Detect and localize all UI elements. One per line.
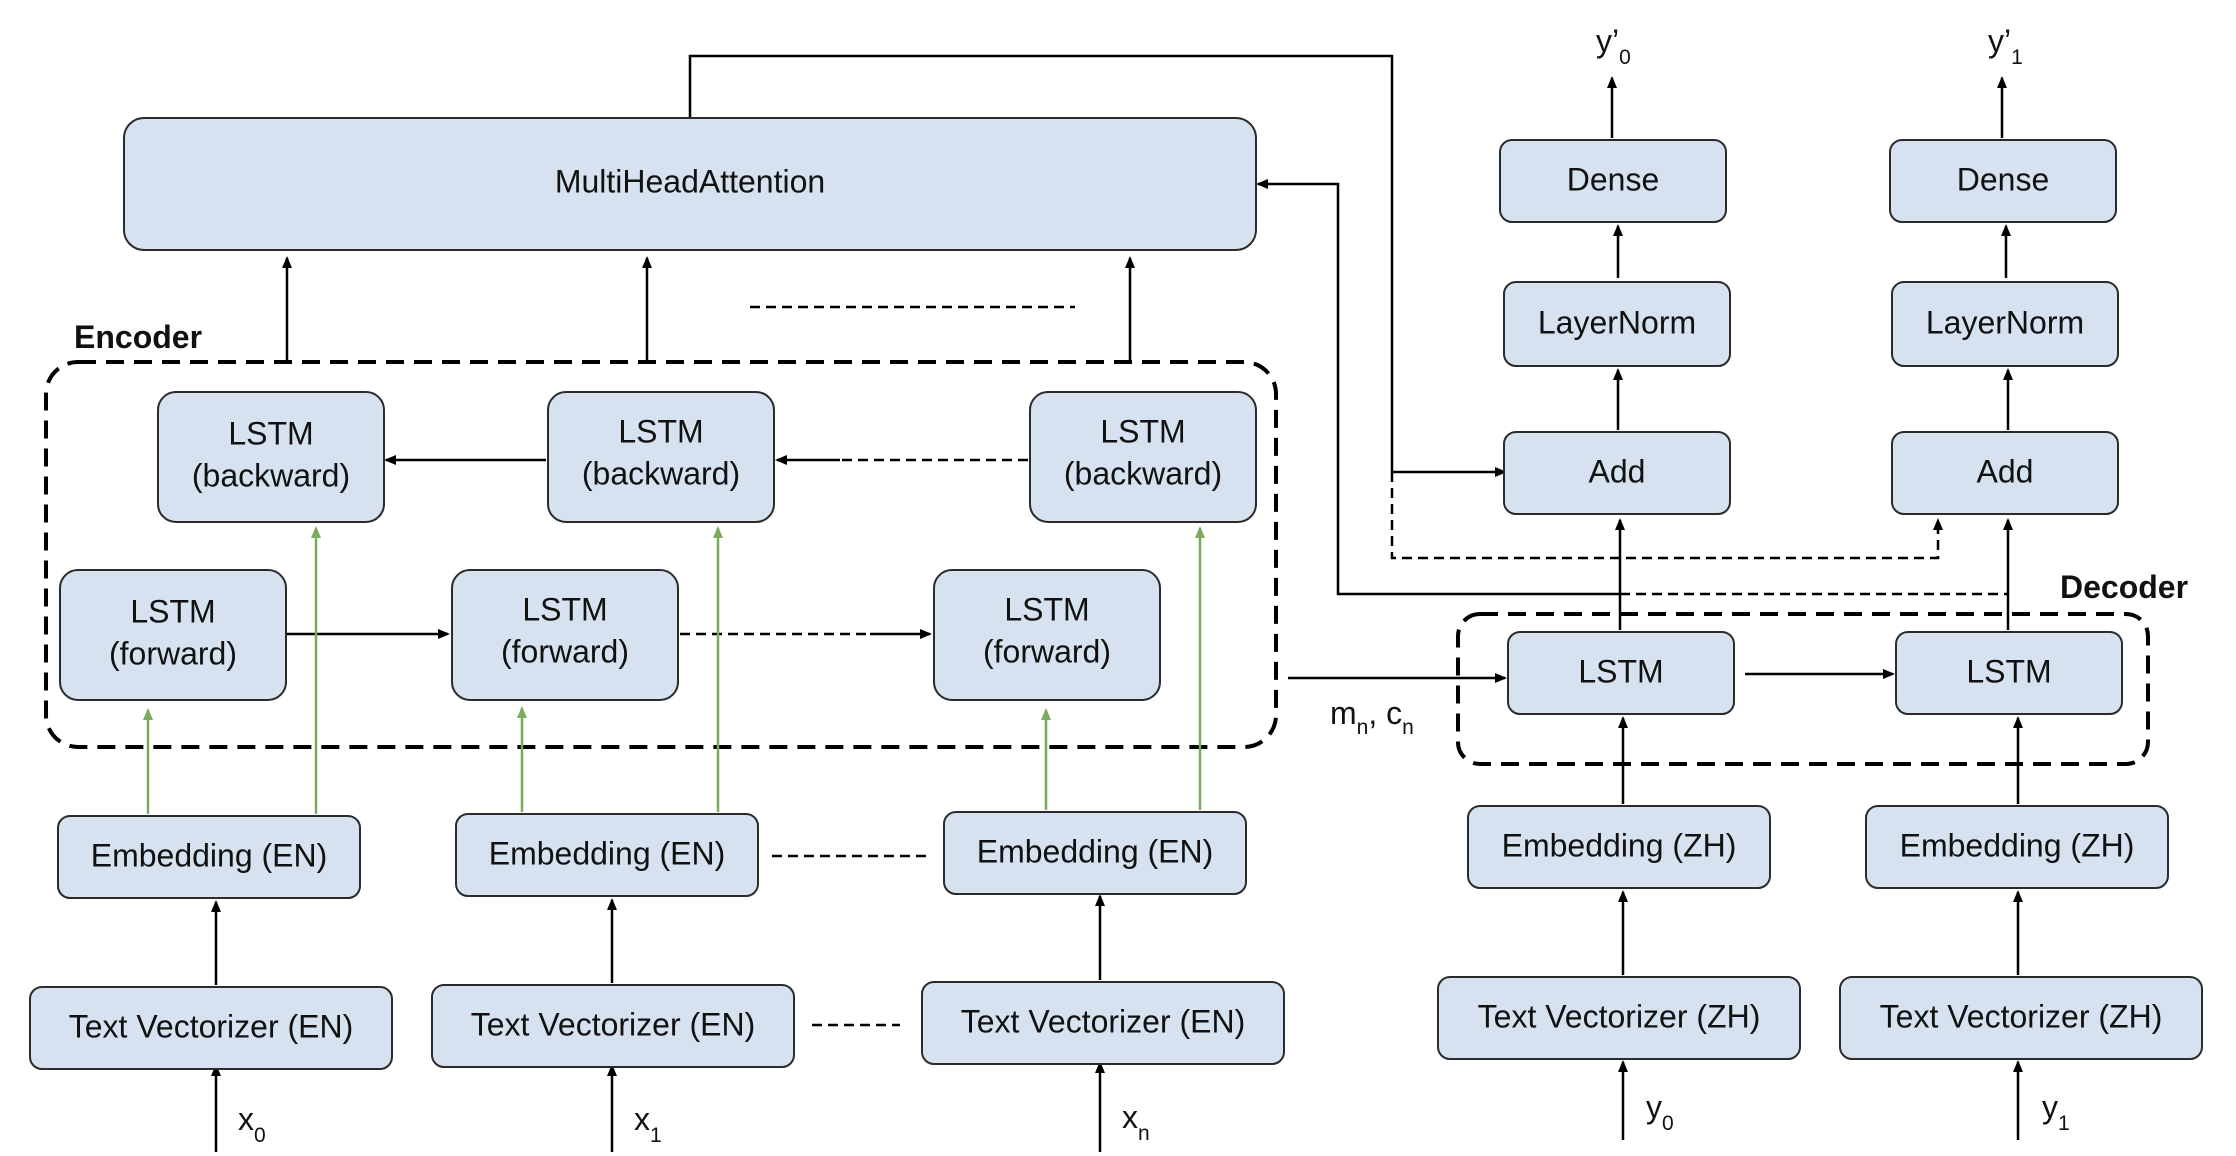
embedding-arrows <box>143 526 1205 814</box>
lstm-backward-sub-n: (backward) <box>1064 455 1222 491</box>
vectorizer-en-box-1 <box>431 984 795 1068</box>
input-x1: x1 <box>634 1101 662 1147</box>
embedding-en-box-0 <box>57 815 361 899</box>
embedding-en-box-n <box>943 811 1247 895</box>
output-y0: y’0 <box>1596 23 1631 69</box>
encoder-title: Encoder <box>74 319 202 355</box>
embedding-zh-label-1: Embedding (ZH) <box>1900 827 2135 863</box>
lstm-forward-sub-n: (forward) <box>983 633 1111 669</box>
embedding-en-label-1: Embedding (EN) <box>489 835 726 871</box>
embedding-zh-box-1 <box>1865 805 2169 889</box>
vectorizer-en-label-1: Text Vectorizer (EN) <box>471 1006 756 1042</box>
add-label-0: Add <box>1589 453 1646 489</box>
layernorm-box-0 <box>1503 281 1731 367</box>
connections <box>211 54 2023 1152</box>
lstm-backward-box-0 <box>157 391 385 523</box>
input-y1: y1 <box>2042 1089 2070 1135</box>
decoder-title: Decoder <box>2060 569 2188 605</box>
lstm-backward-label-1: LSTM <box>618 413 703 449</box>
decoder-lstm-label-1: LSTM <box>1966 653 2051 689</box>
vectorizer-en-label-n: Text Vectorizer (EN) <box>961 1003 1246 1039</box>
add-box-0 <box>1503 431 1731 515</box>
attention-box <box>123 117 1257 251</box>
box-labels: MultiHeadAttention LSTM (backward) LSTM … <box>69 161 2163 1044</box>
input-xn: xn <box>1122 1099 1150 1145</box>
vectorizer-en-box-0 <box>29 986 393 1070</box>
output-y1: y’1 <box>1988 23 2023 69</box>
input-y0: y0 <box>1646 1089 1674 1135</box>
vectorizer-zh-box-0 <box>1437 976 1801 1060</box>
lstm-forward-box-1 <box>451 569 679 701</box>
lstm-forward-sub-1: (forward) <box>501 633 629 669</box>
layernorm-label-0: LayerNorm <box>1538 304 1696 340</box>
lstm-backward-label-0: LSTM <box>228 415 313 451</box>
lstm-backward-label-n: LSTM <box>1100 413 1185 449</box>
lstm-forward-box-n <box>933 569 1161 701</box>
dense-box-1 <box>1889 139 2117 223</box>
decoder-lstm-box-1 <box>1895 631 2123 715</box>
dashed-attn-to-add1 <box>1390 472 1943 560</box>
lstm-forward-label-1: LSTM <box>522 591 607 627</box>
dense-label-1: Dense <box>1957 161 2050 197</box>
vectorizer-en-box-n <box>921 981 1285 1065</box>
add-label-1: Add <box>1977 453 2034 489</box>
vectorizer-en-label-0: Text Vectorizer (EN) <box>69 1008 354 1044</box>
attn-output-line <box>688 54 1394 472</box>
lstm-forward-box-0 <box>59 569 287 701</box>
layernorm-box-1 <box>1891 281 2119 367</box>
embedding-zh-label-0: Embedding (ZH) <box>1502 827 1737 863</box>
add-box-1 <box>1891 431 2119 515</box>
lstm-backward-sub-1: (backward) <box>582 455 740 491</box>
variable-labels: x0 x1 xn y0 y1 y’0 y’1 mn, cn <box>238 23 2070 1147</box>
lstm-backward-box-1 <box>547 391 775 523</box>
encoder-state-label: mn, cn <box>1330 695 1414 739</box>
decoder-region <box>1456 612 2150 766</box>
encoder-region <box>44 360 1278 749</box>
dense-label-0: Dense <box>1567 161 1660 197</box>
lstm-forward-label-0: LSTM <box>130 593 215 629</box>
dense-box-0 <box>1499 139 1727 223</box>
lstm-backward-box-n <box>1029 391 1257 523</box>
vectorizer-zh-box-1 <box>1839 976 2203 1060</box>
embedding-en-box-1 <box>455 813 759 897</box>
vectorizer-zh-label-0: Text Vectorizer (ZH) <box>1478 998 1761 1034</box>
input-x0: x0 <box>238 1101 266 1147</box>
embedding-en-label-0: Embedding (EN) <box>91 837 328 873</box>
attention-label: MultiHeadAttention <box>555 163 825 199</box>
layernorm-label-1: LayerNorm <box>1926 304 2084 340</box>
boxes <box>29 117 2203 1070</box>
vectorizer-zh-label-1: Text Vectorizer (ZH) <box>1880 998 2163 1034</box>
embedding-en-label-n: Embedding (EN) <box>977 833 1214 869</box>
embedding-zh-box-0 <box>1467 805 1771 889</box>
decoder-lstm-label-0: LSTM <box>1578 653 1663 689</box>
query-line <box>1256 179 1620 596</box>
lstm-forward-label-n: LSTM <box>1004 591 1089 627</box>
lstm-forward-sub-0: (forward) <box>109 635 237 671</box>
decoder-lstm-box-0 <box>1507 631 1735 715</box>
lstm-backward-sub-0: (backward) <box>192 457 350 493</box>
